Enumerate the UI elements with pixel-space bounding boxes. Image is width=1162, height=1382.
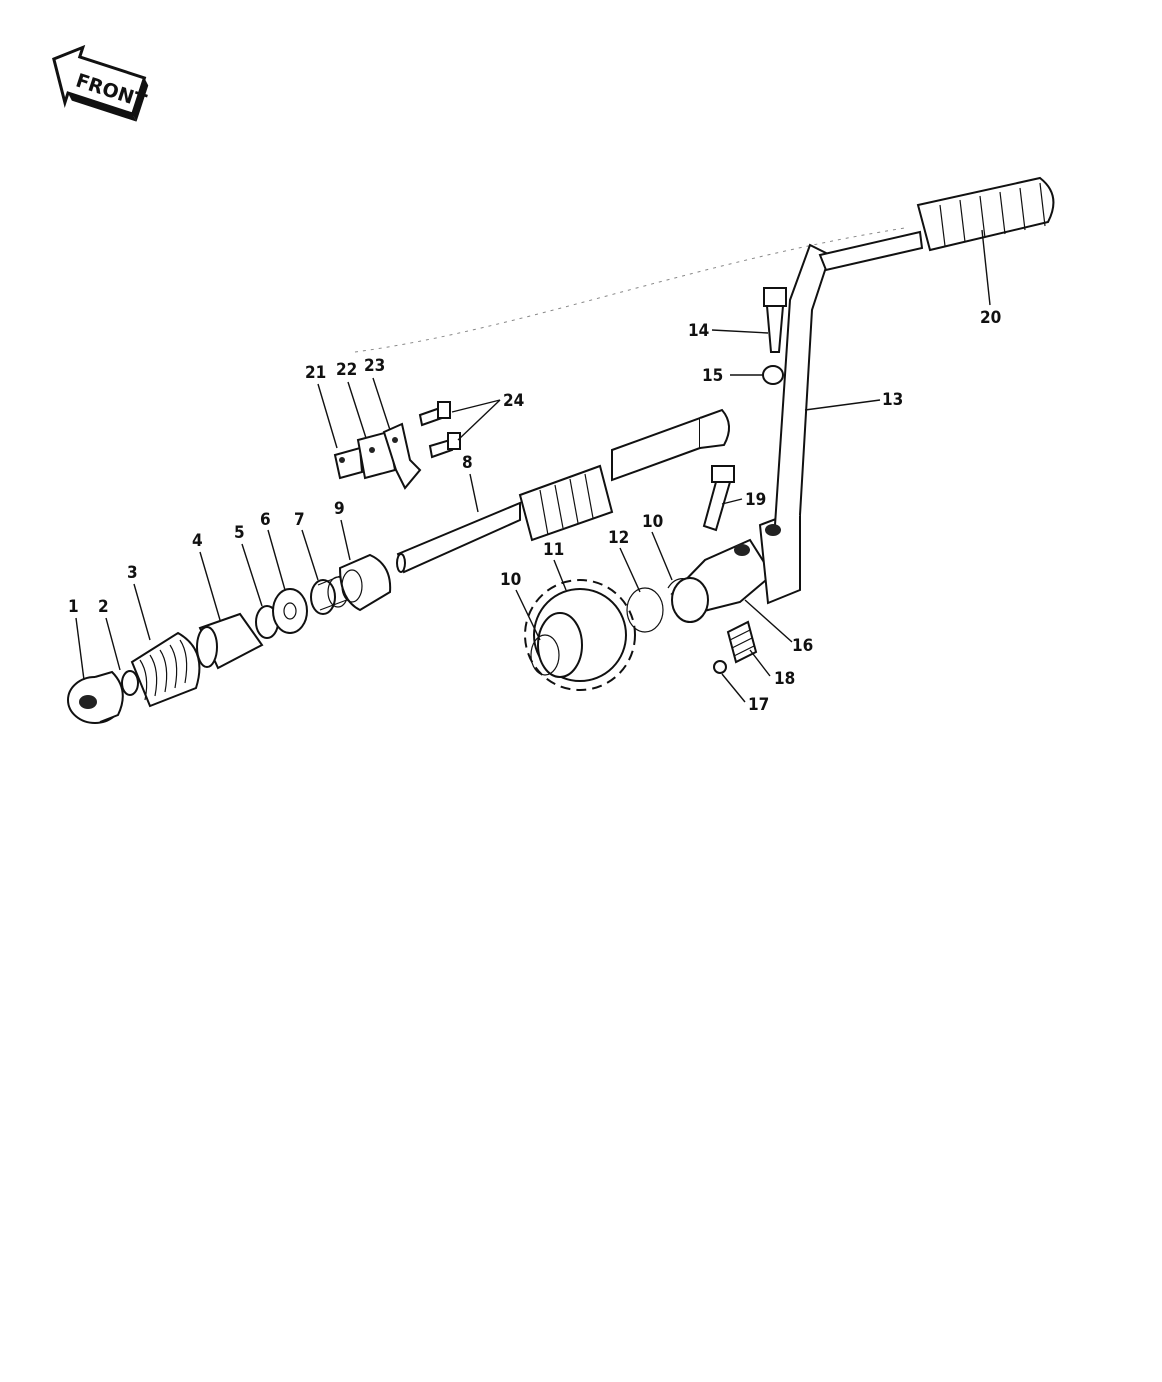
callout-16: 16 — [792, 636, 813, 656]
callout-14: 14 — [688, 321, 709, 341]
callout-4: 4 — [192, 531, 203, 551]
part-11-gear — [524, 579, 636, 691]
part-6-washer — [272, 588, 308, 634]
callout-23: 23 — [364, 356, 385, 376]
guide-line — [354, 227, 906, 353]
part-2-ring — [121, 670, 139, 696]
part-20-grip — [818, 176, 1055, 272]
callout-11: 11 — [543, 540, 564, 560]
front-arrow-badge: FRONT — [52, 44, 149, 122]
callout-17: 17 — [748, 695, 769, 715]
part-3-spring — [130, 631, 201, 708]
part-8-shaft — [396, 408, 730, 574]
part-12-ring — [626, 587, 664, 633]
part-9-ratchet — [338, 553, 392, 612]
callout-22: 22 — [336, 360, 357, 380]
part-23-stopper — [382, 422, 422, 490]
callout-5: 5 — [234, 523, 245, 543]
callout-7: 7 — [294, 510, 305, 530]
callout-12: 12 — [608, 528, 629, 548]
callout-3: 3 — [127, 563, 138, 583]
part-4-collar — [196, 612, 264, 670]
callout-9: 9 — [334, 499, 345, 519]
callout-2: 2 — [98, 597, 109, 617]
callout-19: 19 — [745, 490, 766, 510]
callout-6: 6 — [260, 510, 271, 530]
part-17-ball — [713, 660, 727, 674]
callout-13: 13 — [882, 390, 903, 410]
part-14-bolt — [763, 287, 787, 353]
part-16-boss — [670, 538, 774, 623]
leader-lines — [75, 229, 991, 703]
callout-1: 1 — [68, 597, 79, 617]
part-15-nut — [762, 365, 784, 385]
callout-21: 21 — [305, 363, 326, 383]
part-24-bolts — [418, 401, 461, 459]
part-1-cap — [67, 670, 124, 724]
callout-8: 8 — [462, 453, 473, 473]
callout-24: 24 — [503, 391, 524, 411]
callout-10-left: 10 — [500, 570, 521, 590]
part-10-circlip-left — [530, 634, 560, 676]
part-21-plate — [333, 446, 364, 480]
callout-18: 18 — [774, 669, 795, 689]
part-19-bolt — [702, 465, 735, 532]
callout-15: 15 — [702, 366, 723, 386]
part-18-spring — [726, 620, 758, 664]
callout-20: 20 — [980, 308, 1001, 328]
callout-10-right: 10 — [642, 512, 663, 532]
part-13-kick-arm — [758, 243, 832, 605]
